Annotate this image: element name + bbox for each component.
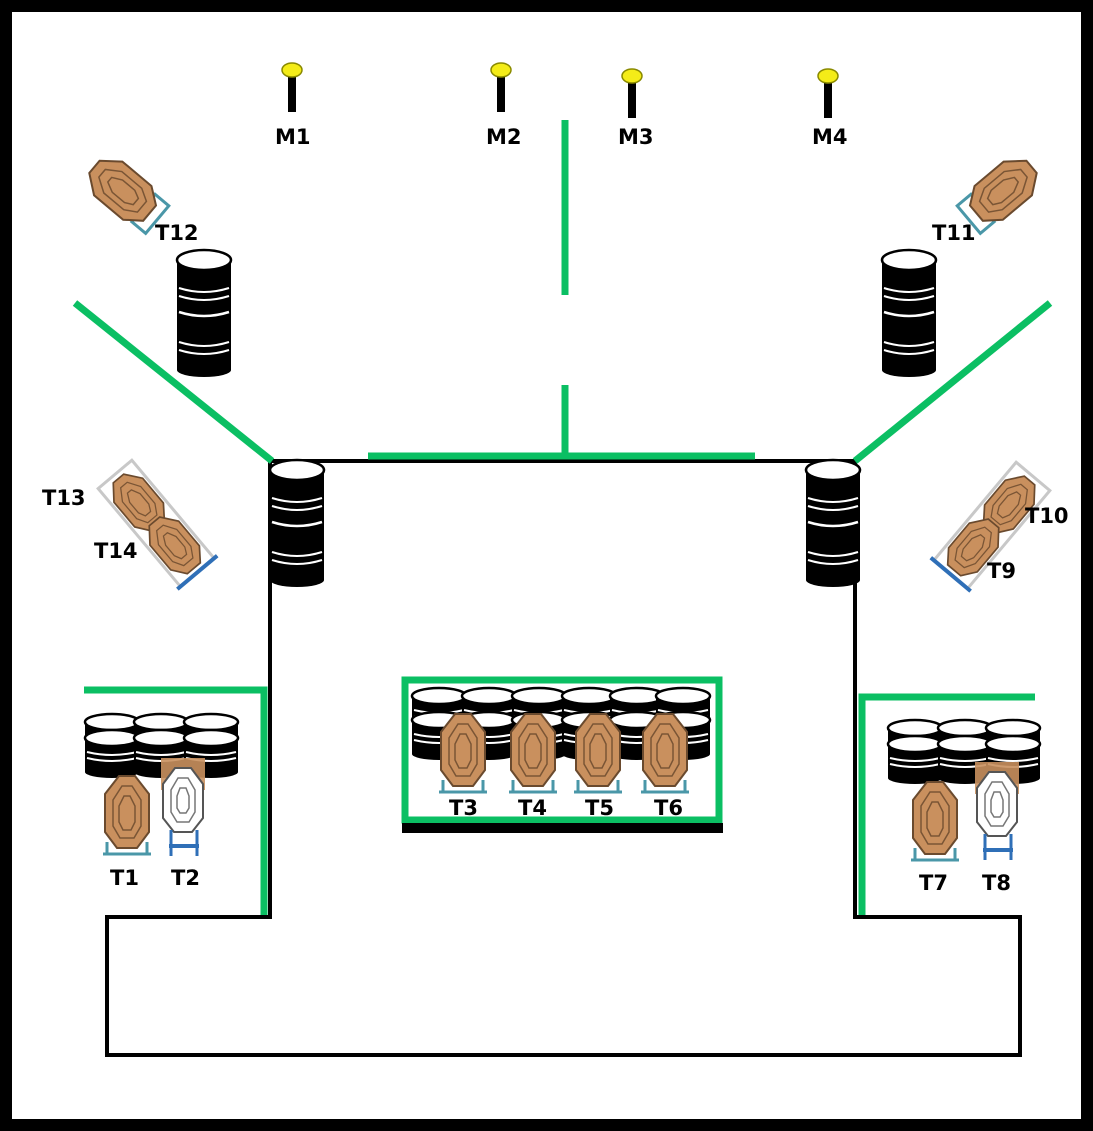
label-t5: T5 xyxy=(585,796,614,820)
no-shoot-target-icon xyxy=(161,758,205,856)
no-shoot-target-icon xyxy=(975,762,1019,860)
label-t2: T2 xyxy=(171,866,200,890)
steel-popper-icon xyxy=(621,68,643,119)
fault-line-icon xyxy=(72,300,275,464)
fault-line-icon xyxy=(84,686,268,915)
paper-target-icon xyxy=(79,149,171,236)
fault-line-icon xyxy=(858,693,1035,915)
label-t11: T11 xyxy=(932,221,976,245)
paper-target-icon xyxy=(955,149,1047,236)
paper-target-icon xyxy=(96,458,219,591)
fault-lines xyxy=(72,120,1053,915)
label-t12: T12 xyxy=(155,221,199,245)
label-m4: M4 xyxy=(812,125,848,149)
label-t7: T7 xyxy=(919,871,948,895)
fault-line-icon xyxy=(852,300,1053,464)
label-m1: M1 xyxy=(275,125,311,149)
label-m3: M3 xyxy=(618,125,654,149)
label-t9: T9 xyxy=(987,559,1016,583)
label-t14: T14 xyxy=(94,539,138,563)
barrel-stack-icon xyxy=(804,458,862,589)
label-t1: T1 xyxy=(110,866,139,890)
label-t4: T4 xyxy=(518,796,547,820)
steel-popper-icon xyxy=(281,62,303,113)
label-t13: T13 xyxy=(42,486,86,510)
barrel-stack-icon xyxy=(175,248,233,379)
label-t8: T8 xyxy=(982,871,1011,895)
label-t3: T3 xyxy=(449,796,478,820)
paper-target-icon xyxy=(437,713,489,794)
steel-popper-icon xyxy=(490,62,512,113)
fault-line-icon xyxy=(401,676,723,824)
paper-target-icon xyxy=(572,713,624,794)
shooting-area-wall xyxy=(105,459,1022,1057)
label-t6: T6 xyxy=(654,796,683,820)
barrel-stack-icon xyxy=(268,458,326,589)
paper-target-icon xyxy=(507,713,559,794)
paper-target-icon xyxy=(639,713,691,794)
paper-target-icon xyxy=(909,781,961,862)
paper-target-icon xyxy=(101,775,153,856)
barrel-stack-icon xyxy=(880,248,938,379)
steel-popper-icon xyxy=(817,68,839,119)
label-t10: T10 xyxy=(1025,504,1069,528)
label-m2: M2 xyxy=(486,125,522,149)
paper-target-icon xyxy=(929,460,1052,593)
